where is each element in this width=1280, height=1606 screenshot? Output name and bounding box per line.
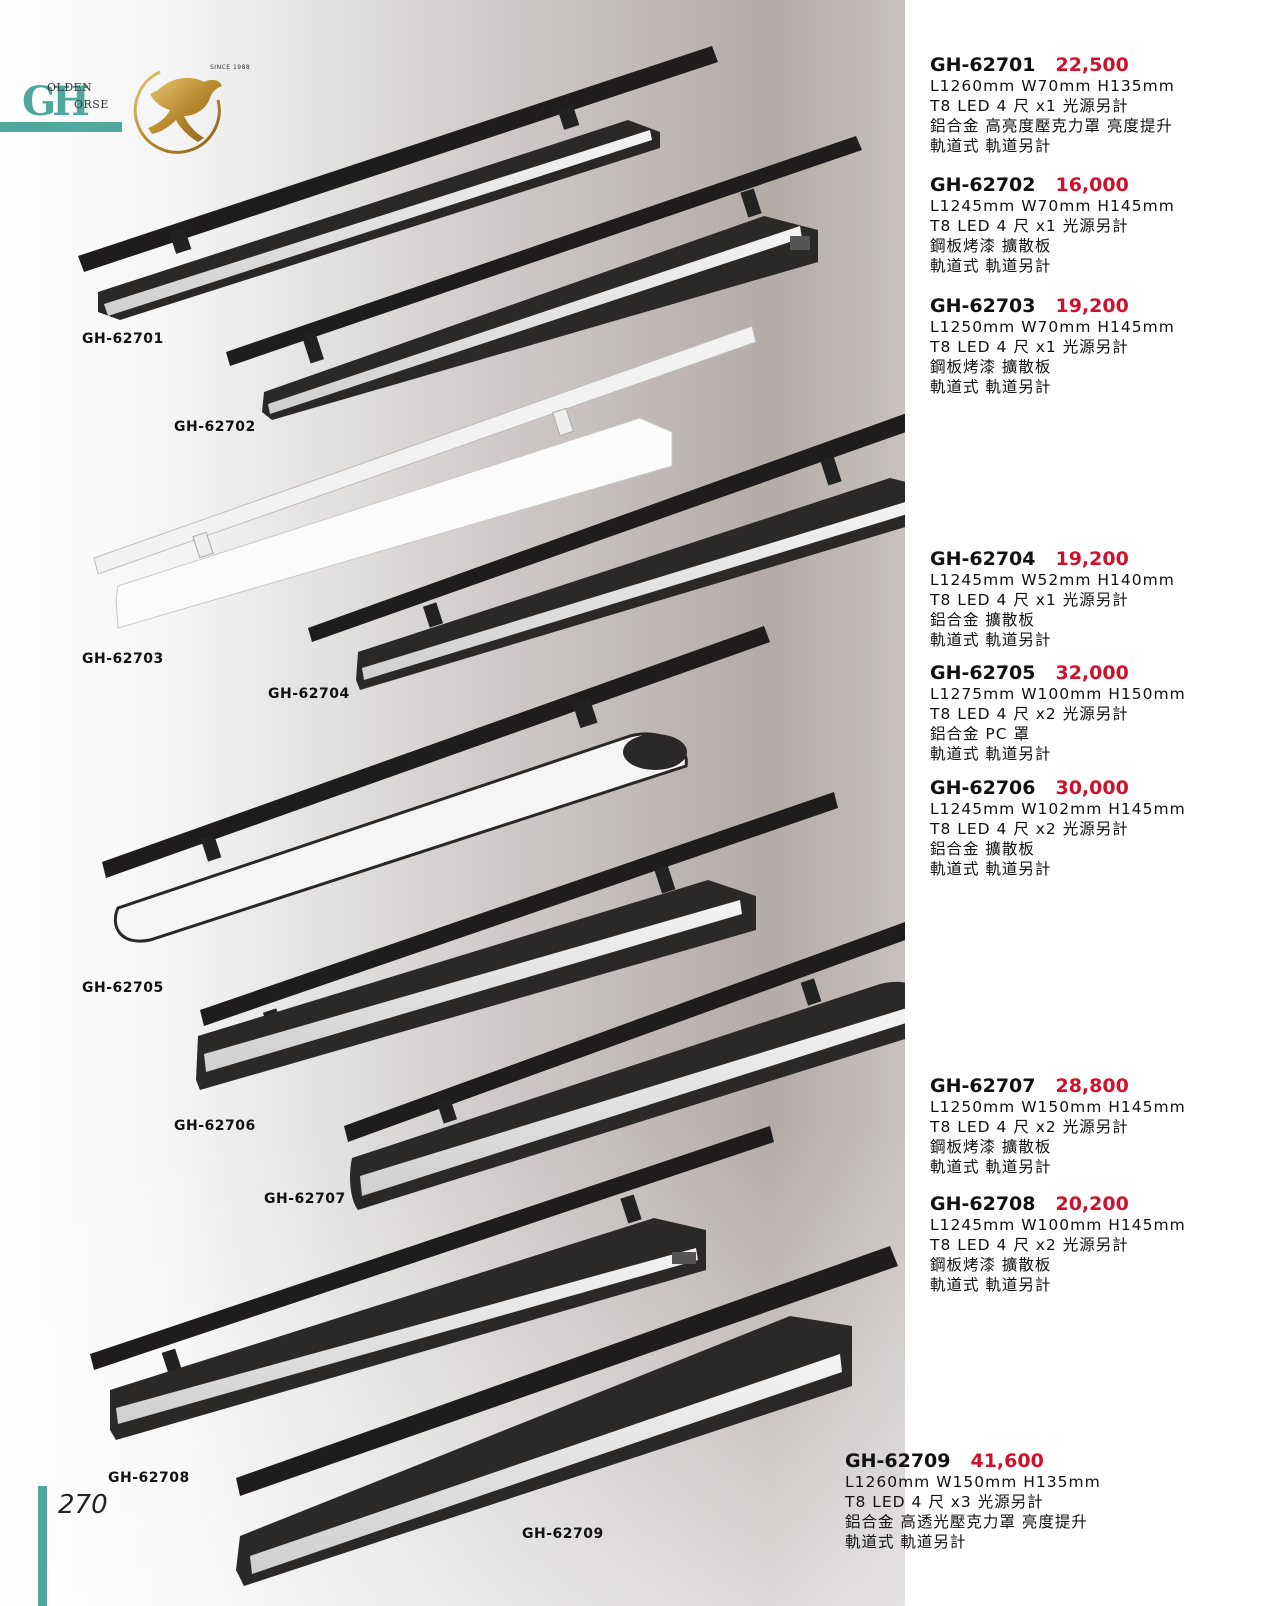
product-material: 鋁合金 高透光壓克力罩 亮度提升 xyxy=(845,1513,1088,1531)
fixture-62707 xyxy=(344,922,905,1210)
fixture-62708 xyxy=(90,1126,774,1440)
logo-band xyxy=(0,122,122,132)
product-lamp: T8 LED 4 尺 x1 光源另計 xyxy=(930,217,1129,235)
product-lamp: T8 LED 4 尺 x1 光源另計 xyxy=(930,97,1129,115)
product-mount: 軌道式 軌道另計 xyxy=(930,631,1052,649)
product-price: 16,000 xyxy=(1055,174,1129,196)
product-lamp: T8 LED 4 尺 x3 光源另計 xyxy=(845,1493,1044,1511)
product-mount: 軌道式 軌道另計 xyxy=(930,137,1052,155)
product-mount: 軌道式 軌道另計 xyxy=(930,1276,1052,1294)
product-size: L1250mm W150mm H145mm xyxy=(930,1098,1186,1116)
product-size: L1245mm W70mm H145mm xyxy=(930,197,1175,215)
spec-62707: GH-62707 28,800 L1250mm W150mm H145mm T8 … xyxy=(930,1075,1280,1177)
fixture-label-62709: GH-62709 xyxy=(522,1526,604,1542)
fixture-label-62706: GH-62706 xyxy=(174,1118,256,1134)
product-code: GH-62705 xyxy=(930,662,1036,684)
fixture-illustrations xyxy=(78,46,905,1586)
spec-62701: GH-62701 22,500 L1260mm W70mm H135mm T8 L… xyxy=(930,54,1280,156)
product-lamp: T8 LED 4 尺 x2 光源另計 xyxy=(930,1236,1129,1254)
product-price: 22,500 xyxy=(1055,54,1129,76)
product-material: 鋼板烤漆 擴散板 xyxy=(930,237,1052,255)
product-material: 鋁合金 擴散板 xyxy=(930,611,1035,629)
product-material: 鋼板烤漆 擴散板 xyxy=(930,358,1052,376)
spec-62703: GH-62703 19,200 L1250mm W70mm H145mm T8 L… xyxy=(930,295,1280,397)
fixture-62706 xyxy=(196,792,838,1090)
fixture-62702 xyxy=(226,136,862,420)
logo-initials: GH xyxy=(22,78,90,125)
product-size: L1260mm W150mm H135mm xyxy=(845,1473,1101,1491)
product-code: GH-62709 xyxy=(845,1450,951,1472)
fixture-label-62708: GH-62708 xyxy=(108,1470,190,1486)
page-number-bar xyxy=(38,1486,47,1606)
product-price: 19,200 xyxy=(1055,295,1129,317)
product-mount: 軌道式 軌道另計 xyxy=(930,860,1052,878)
spec-62706: GH-62706 30,000 L1245mm W102mm H145mm T8 … xyxy=(930,777,1280,879)
product-code: GH-62707 xyxy=(930,1075,1036,1097)
product-size: L1245mm W102mm H145mm xyxy=(930,800,1186,818)
fixture-62705 xyxy=(102,626,770,943)
spec-62702: GH-62702 16,000 L1245mm W70mm H145mm T8 L… xyxy=(930,174,1280,276)
fixture-label-62702: GH-62702 xyxy=(174,419,256,435)
spec-62704: GH-62704 19,200 L1245mm W52mm H140mm T8 L… xyxy=(930,548,1280,650)
logo-text-bottom: ORSE xyxy=(74,98,109,111)
product-code: GH-62708 xyxy=(930,1193,1036,1215)
product-size: L1245mm W100mm H145mm xyxy=(930,1216,1186,1234)
fixture-62709 xyxy=(236,1246,898,1586)
product-material: 鋁合金 PC 罩 xyxy=(930,725,1031,743)
product-size: L1275mm W100mm H150mm xyxy=(930,685,1186,703)
product-mount: 軌道式 軌道另計 xyxy=(845,1533,967,1551)
logo-text-top: OLDEN xyxy=(47,81,93,94)
product-lamp: T8 LED 4 尺 x1 光源另計 xyxy=(930,338,1129,356)
product-size: L1250mm W70mm H145mm xyxy=(930,318,1175,336)
product-code: GH-62703 xyxy=(930,295,1036,317)
horse-emblem-icon xyxy=(133,70,222,154)
product-material: 鋼板烤漆 擴散板 xyxy=(930,1138,1052,1156)
product-lamp: T8 LED 4 尺 x2 光源另計 xyxy=(930,705,1129,723)
fixture-label-62705: GH-62705 xyxy=(82,980,164,996)
product-code: GH-62702 xyxy=(930,174,1036,196)
product-lamp: T8 LED 4 尺 x2 光源另計 xyxy=(930,820,1129,838)
logo-since-text: SINCE 1988 xyxy=(210,64,251,71)
product-material: 鋁合金 擴散板 xyxy=(930,840,1035,858)
fixture-label-62704: GH-62704 xyxy=(268,686,350,702)
fixture-62701 xyxy=(78,46,718,320)
brand-logo: GH OLDEN ORSE SINCE 1988 xyxy=(0,60,260,160)
product-code: GH-62704 xyxy=(930,548,1036,570)
product-price: 41,600 xyxy=(970,1450,1044,1472)
spec-62709: GH-62709 41,600 L1260mm W150mm H135mm T8 … xyxy=(845,1450,1205,1552)
page-number: 270 xyxy=(58,1490,108,1520)
fixture-label-62703: GH-62703 xyxy=(82,651,164,667)
product-code: GH-62706 xyxy=(930,777,1036,799)
product-price: 32,000 xyxy=(1055,662,1129,684)
product-mount: 軌道式 軌道另計 xyxy=(930,257,1052,275)
product-mount: 軌道式 軌道另計 xyxy=(930,378,1052,396)
product-price: 30,000 xyxy=(1055,777,1129,799)
product-size: L1260mm W70mm H135mm xyxy=(930,77,1175,95)
product-material: 鋁合金 高亮度壓克力罩 亮度提升 xyxy=(930,117,1173,135)
product-mount: 軌道式 軌道另計 xyxy=(930,745,1052,763)
product-mount: 軌道式 軌道另計 xyxy=(930,1158,1052,1176)
product-lamp: T8 LED 4 尺 x2 光源另計 xyxy=(930,1118,1129,1136)
product-price: 19,200 xyxy=(1055,548,1129,570)
product-lamp: T8 LED 4 尺 x1 光源另計 xyxy=(930,591,1129,609)
product-price: 20,200 xyxy=(1055,1193,1129,1215)
product-material: 鋼板烤漆 擴散板 xyxy=(930,1256,1052,1274)
fixture-label-62701: GH-62701 xyxy=(82,331,164,347)
product-size: L1245mm W52mm H140mm xyxy=(930,571,1175,589)
spec-62708: GH-62708 20,200 L1245mm W100mm H145mm T8 … xyxy=(930,1193,1280,1295)
product-code: GH-62701 xyxy=(930,54,1036,76)
fixture-62704 xyxy=(308,413,905,690)
fixture-62703 xyxy=(93,325,757,629)
fixture-label-62707: GH-62707 xyxy=(264,1191,346,1207)
product-price: 28,800 xyxy=(1055,1075,1129,1097)
spec-62705: GH-62705 32,000 L1275mm W100mm H150mm T8 … xyxy=(930,662,1280,764)
